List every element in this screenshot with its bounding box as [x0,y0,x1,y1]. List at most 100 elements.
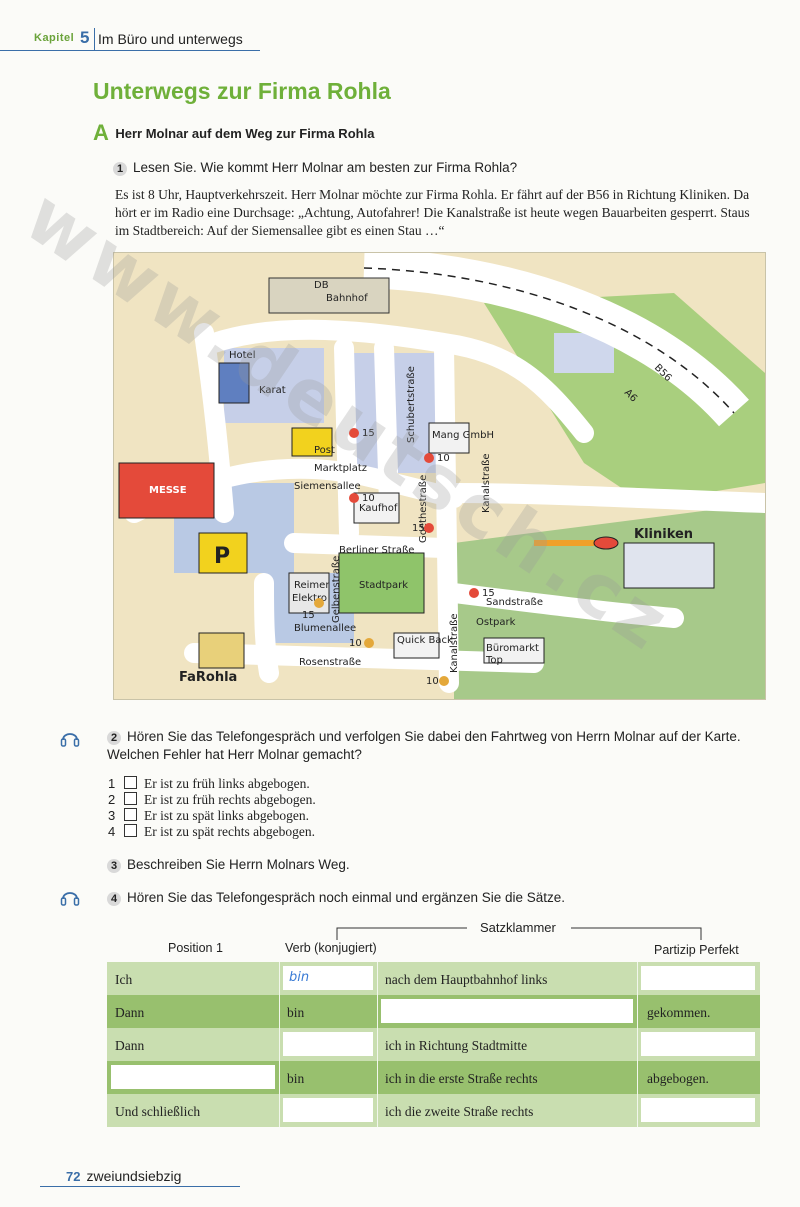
road-kanalstrasse [434,338,459,693]
post-building [291,427,333,457]
task-3: 3 Beschreiben Sie Herrn Molnars Weg. [107,857,350,873]
task-number: 4 [107,892,121,906]
cell-verb: bin [287,1071,305,1086]
chapter-title: Im Büro und unterwegs [98,31,243,47]
bus-stop-line: 10 [349,638,362,649]
table-row: Dann bin gekommen. [107,995,760,1028]
column-header-partizip: Partizip Perfekt [654,943,739,957]
cell-partizip: gekommen. [647,1005,711,1020]
map-label-elektro: Elektro [292,593,327,604]
checkbox[interactable] [124,824,137,837]
task-text: Hören Sie das Telefongespräch und verfol… [107,729,741,762]
bus-stop-line: 10 [426,676,439,687]
quick-back-building [393,632,440,659]
map-label-sandstrasse: Sandstraße [486,597,543,608]
option-4[interactable]: 4 Er ist zu spät rechts abgebogen. [108,824,315,840]
bus-stop-line: 15 [412,523,425,534]
option-number: 4 [108,824,116,839]
stadtpark-area [338,552,425,614]
answer-field[interactable]: bin [283,966,373,990]
map-label-blumenallee: Blumenallee [294,623,356,634]
task-number: 1 [113,162,127,176]
task-text: Lesen Sie. Wie kommt Herr Molnar am best… [133,160,518,175]
map-label-parking: P [214,544,230,569]
checkbox[interactable] [124,792,137,805]
option-number: 3 [108,808,116,823]
option-3[interactable]: 3 Er ist zu spät links abgebogen. [108,808,309,824]
cell-middle: ich in Richtung Stadtmitte [385,1038,528,1053]
map-label-top: Top [485,655,503,666]
road-berliner-strasse [284,533,454,558]
cell-position1: Ich [115,972,133,987]
map-label-stadtpark: Stadtpark [359,580,408,591]
cell-position1: Dann [115,1038,145,1053]
map-label-gelbenstrasse: Gelbenstraße [331,556,342,623]
answer-field[interactable] [641,966,755,990]
road [204,319,594,443]
task-1-paragraph: Es ist 8 Uhr, Hauptverkehrszeit. Herr Mo… [115,187,750,238]
road-rosenstrasse [184,643,544,673]
checkbox[interactable] [124,808,137,821]
chapter-number: 5 [80,28,90,47]
map-label-schubertstrasse: Schubertstraße [406,366,417,443]
page-footer: 72 zweiundsiebzig [40,1168,181,1186]
bus-stop-icon [439,676,449,686]
bus-stop-icon [349,493,359,503]
map-label-kaufhof: Kaufhof [359,503,398,514]
checkbox[interactable] [124,776,137,789]
page-number-word: zweiundsiebzig [86,1168,182,1184]
satzklammer-bracket [336,927,702,940]
map-label-goethestrasse: Goethestraße [418,475,429,543]
map-label-messe: MESSE [149,485,187,496]
headphones-icon [60,733,80,747]
highway-lane-line [363,267,735,414]
answer-field[interactable] [283,1032,373,1056]
map-label-kanalstrasse-bottom: Kanalstraße [449,613,460,673]
answer-field[interactable] [641,1098,755,1122]
column-header-position: Position 1 [168,941,223,955]
bus-stop-line: 10 [437,453,450,464]
hotel-building [218,362,250,404]
page-number: 72 [66,1169,81,1184]
map-label-farohla: FaRohla [179,670,237,685]
map-label-mang: Mang GmbH [432,430,494,441]
map-label-post: Post [314,445,335,456]
option-number: 1 [108,776,116,791]
footer-line [40,1186,240,1187]
option-text: Er ist zu spät rechts abgebogen. [144,824,315,839]
option-text: Er ist zu spät links abgebogen. [144,808,309,823]
answer-field[interactable] [283,1098,373,1122]
headphones-icon [60,892,80,906]
cell-verb: bin [287,1005,305,1020]
city-map: DB Bahnhof Hotel Karat Post Marktplatz S… [113,248,775,700]
header-divider [94,28,95,50]
map-label-rosenstrasse: Rosenstraße [299,657,361,668]
table-row: Ich bin nach dem Hauptbahnhof links [107,962,760,995]
answer-field[interactable] [381,999,633,1023]
answer-field[interactable] [641,1032,755,1056]
bus-stop-line: 15 [482,588,495,599]
cell-position1: Dann [115,1005,145,1020]
cell-middle: ich in die erste Straße rechts [385,1071,538,1086]
task-4: 4 Hören Sie das Telefongespräch noch einm… [107,890,565,906]
map-label-kanalstrasse-top: Kanalstraße [481,453,492,513]
mang-building [428,422,470,454]
section-letter: A [93,120,109,145]
bus-stop-icon [364,638,374,648]
road [444,483,775,513]
bus-stop-icon [314,598,324,608]
bus-stop-line: 15 [302,610,315,621]
bus-stop-icon [424,453,434,463]
parking-sign [198,532,248,574]
answer-field[interactable] [111,1065,275,1089]
task-number: 3 [107,859,121,873]
bus-stop-line: 10 [362,493,375,504]
task-text: Hören Sie das Telefongespräch noch einma… [127,890,566,905]
section-title: Herr Molnar auf dem Weg zur Firma Rohla [115,125,375,141]
task-text: Beschreiben Sie Herrn Molnars Weg. [127,857,350,872]
page-title: Unterwegs zur Firma Rohla [93,78,391,104]
helicopter-icon [593,536,619,550]
option-text: Er ist zu früh rechts abgebogen. [144,792,316,807]
